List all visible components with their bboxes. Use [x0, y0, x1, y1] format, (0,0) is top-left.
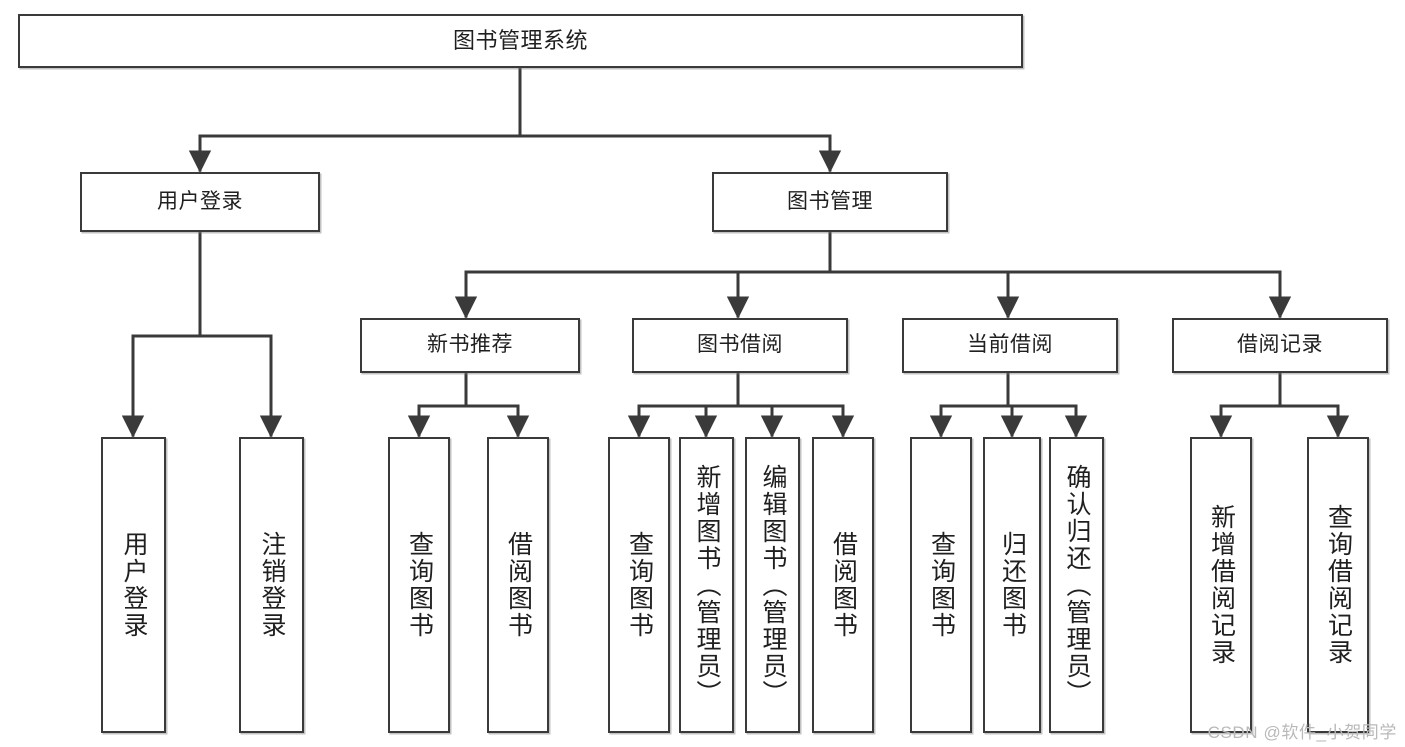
node-leaf-add-book[interactable]: 新增图书（管理员）	[679, 437, 734, 733]
node-leaf-borrow-book-1[interactable]: 借阅图书	[487, 437, 549, 733]
node-user-login[interactable]: 用户登录	[80, 172, 320, 232]
node-book-manage[interactable]: 图书管理	[712, 172, 948, 232]
node-leaf-query-book-2-label: 查询图书	[625, 531, 654, 639]
node-current-borrow-label: 当前借阅	[967, 333, 1053, 357]
node-leaf-add-book-label: 新增图书（管理员）	[693, 463, 721, 707]
node-book-borrow-label: 图书借阅	[697, 333, 783, 357]
node-leaf-confirm-return-label: 确认归还（管理员）	[1063, 463, 1091, 707]
node-borrow-record[interactable]: 借阅记录	[1172, 318, 1388, 373]
node-leaf-return-book[interactable]: 归还图书	[983, 437, 1041, 733]
node-leaf-user-logout-label: 注销登录	[258, 531, 286, 639]
node-leaf-confirm-return[interactable]: 确认归还（管理员）	[1049, 437, 1104, 733]
node-leaf-return-book-label: 归还图书	[998, 531, 1027, 639]
node-leaf-edit-book[interactable]: 编辑图书（管理员）	[745, 437, 800, 733]
node-new-book-rec[interactable]: 新书推荐	[360, 318, 580, 373]
node-leaf-query-book-3-label: 查询图书	[927, 531, 956, 639]
node-leaf-edit-book-label: 编辑图书（管理员）	[759, 463, 787, 707]
node-leaf-query-record[interactable]: 查询借阅记录	[1307, 437, 1369, 733]
node-leaf-query-book-3[interactable]: 查询图书	[910, 437, 972, 733]
node-user-login-label: 用户登录	[157, 189, 243, 213]
node-leaf-user-logout[interactable]: 注销登录	[239, 437, 304, 733]
node-current-borrow[interactable]: 当前借阅	[902, 318, 1118, 373]
node-leaf-query-book-2[interactable]: 查询图书	[608, 437, 670, 733]
node-book-borrow[interactable]: 图书借阅	[632, 318, 848, 373]
node-leaf-user-login-label: 用户登录	[120, 531, 148, 639]
node-leaf-query-record-label: 查询借阅记录	[1324, 504, 1353, 666]
node-leaf-query-book-1-label: 查询图书	[405, 531, 434, 639]
node-book-manage-label: 图书管理	[787, 189, 873, 213]
node-new-book-rec-label: 新书推荐	[427, 333, 513, 357]
node-leaf-user-login[interactable]: 用户登录	[101, 437, 166, 733]
node-root[interactable]: 图书管理系统	[18, 14, 1023, 68]
node-borrow-record-label: 借阅记录	[1237, 333, 1323, 357]
node-leaf-add-record[interactable]: 新增借阅记录	[1190, 437, 1252, 733]
node-root-label: 图书管理系统	[452, 28, 588, 54]
node-leaf-borrow-book-1-label: 借阅图书	[504, 531, 533, 639]
node-leaf-borrow-book-2[interactable]: 借阅图书	[812, 437, 874, 733]
node-leaf-borrow-book-2-label: 借阅图书	[829, 531, 858, 639]
node-leaf-add-record-label: 新增借阅记录	[1207, 504, 1236, 666]
node-leaf-query-book-1[interactable]: 查询图书	[388, 437, 450, 733]
